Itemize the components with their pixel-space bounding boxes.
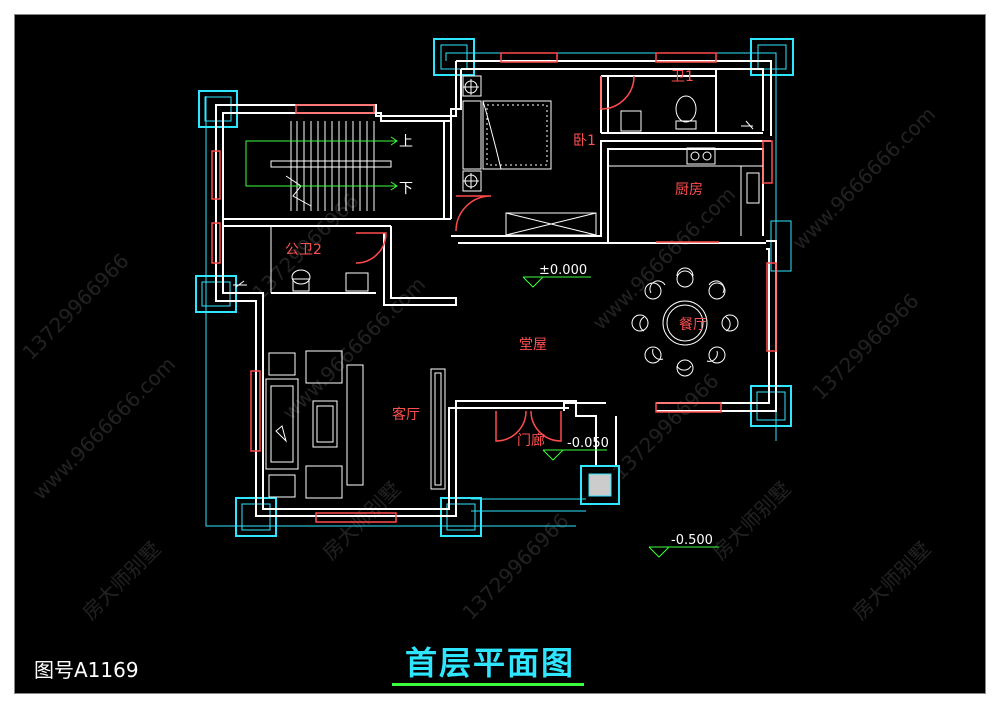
room-label-living: 客厅 [392, 406, 420, 423]
doors [355, 75, 635, 442]
drawing-canvas: 13729966966 www.9666666.com 房大师别墅 137299… [14, 14, 986, 694]
room-label-bath1: 卫1 [671, 69, 694, 85]
watermark-layer: 13729966966 www.9666666.com 房大师别墅 137299… [18, 102, 941, 625]
bath1-fixtures [620, 95, 754, 132]
watermark-site: www.9666666.com [28, 352, 181, 505]
dining-table [631, 267, 739, 377]
watermark-site: www.9666666.com [278, 272, 431, 425]
stair-up-label: 上 [399, 134, 413, 150]
watermark-brand: 房大师别墅 [708, 477, 796, 565]
tv-cabinet [430, 368, 446, 490]
room-label-hall: 堂屋 [519, 337, 547, 353]
stair-down-label: 下 [399, 181, 413, 197]
watermark-brand: 房大师别墅 [848, 537, 936, 625]
floor-plan: 13729966966 www.9666666.com 房大师别墅 137299… [18, 38, 941, 625]
watermark-brand: 房大师别墅 [318, 477, 406, 565]
elevation-exterior: -0.500 [671, 533, 713, 548]
room-label-porch: 门廊 [517, 432, 545, 449]
double-bed [462, 75, 552, 192]
room-label-kitchen: 厨房 [675, 182, 703, 198]
watermark-site: www.9666666.com [788, 102, 941, 255]
room-label-dining: 餐厅 [679, 317, 707, 333]
bath2-fixtures [233, 226, 369, 293]
drawing-title: 首层平面图 [404, 644, 575, 682]
watermark-phone: 13729966966 [18, 249, 134, 365]
watermark-phone: 13729966966 [808, 289, 924, 405]
watermark-site: www.9666666.com [588, 182, 741, 335]
sofa-set [265, 350, 364, 499]
room-label-bedroom1: 卧1 [573, 133, 596, 149]
kitchen-fixtures [608, 147, 763, 236]
walls [215, 60, 777, 517]
watermark-phone: 13729966966 [608, 369, 724, 485]
elevation-main: ±0.000 [539, 263, 587, 278]
stair-arrows [245, 136, 398, 191]
elevation-markers [522, 276, 719, 558]
porch-column [580, 465, 620, 505]
staircase [270, 121, 392, 211]
watermark-brand: 房大师别墅 [78, 537, 166, 625]
room-label-public-bath2: 公卫2 [285, 242, 322, 258]
windows [211, 52, 777, 523]
title-underline [392, 683, 584, 686]
elevation-porch: -0.050 [567, 436, 609, 451]
drawing-number: 图号A1169 [34, 658, 139, 682]
wardrobe [505, 212, 597, 236]
